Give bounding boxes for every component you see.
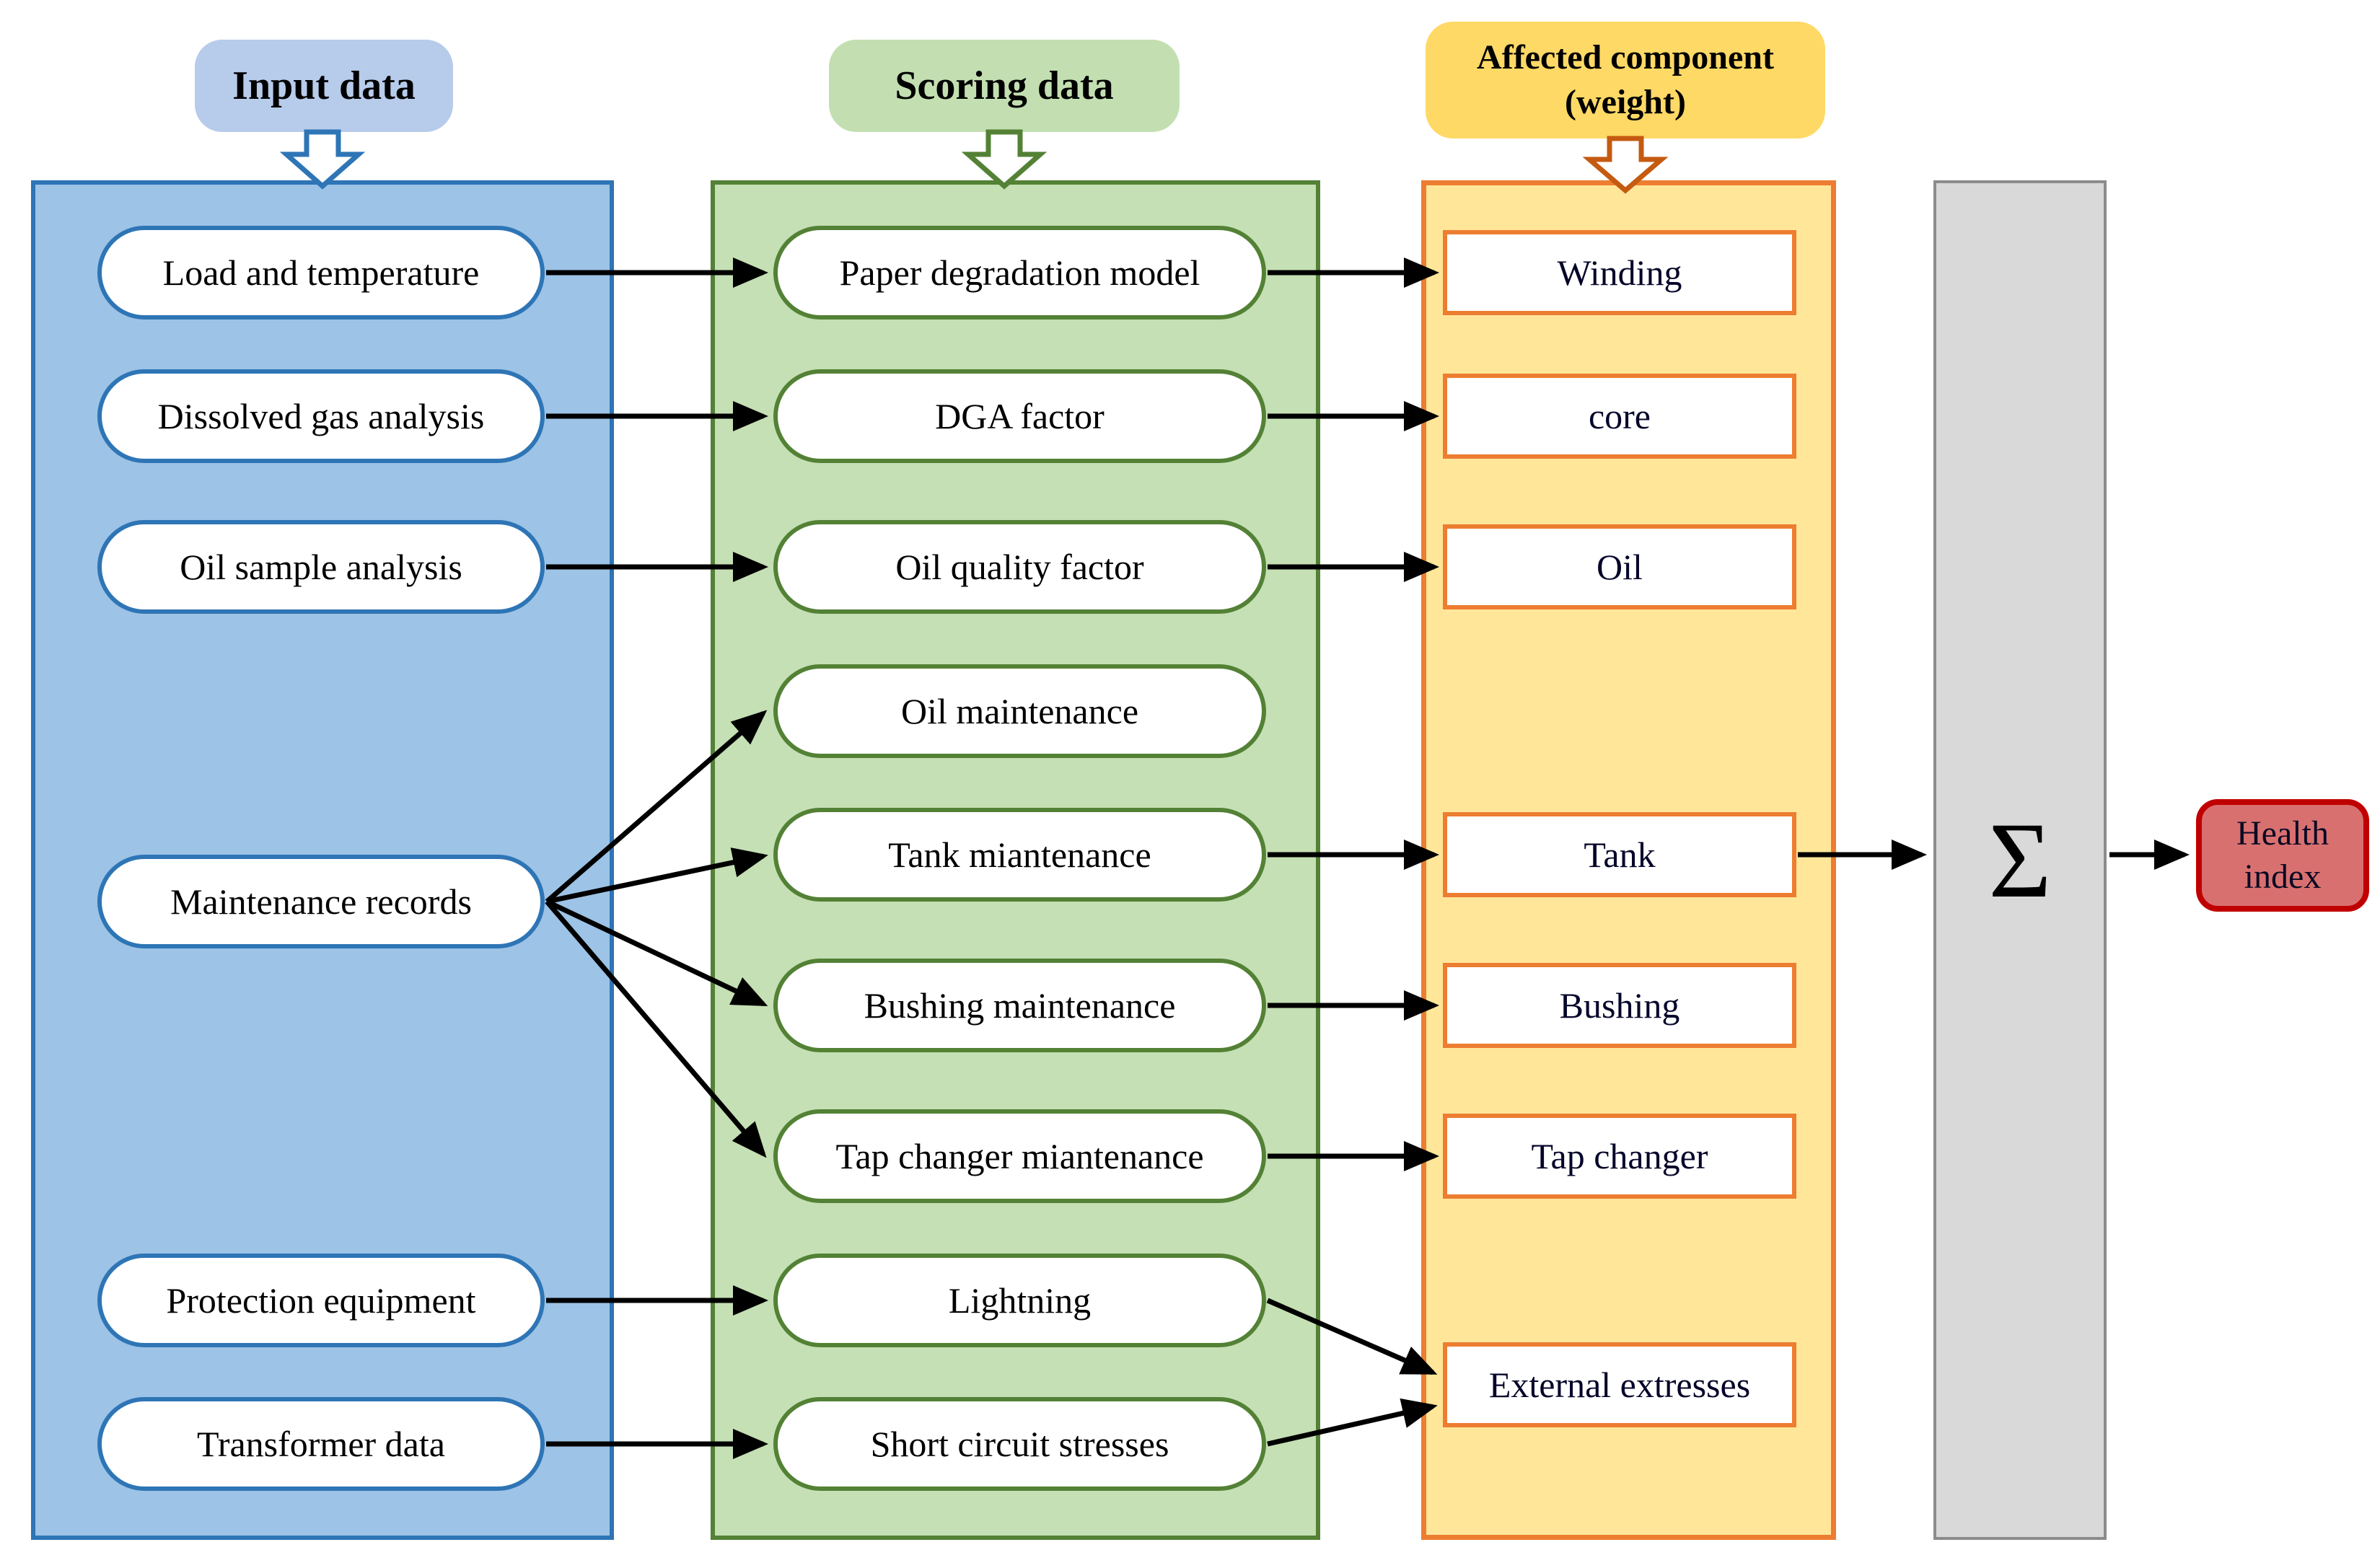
scoring-box-oil-quality-factor: Oil quality factor xyxy=(773,520,1266,614)
affected-box-external-extresses: External extresses xyxy=(1443,1342,1796,1427)
scoring-box-dga-factor: DGA factor xyxy=(773,369,1266,463)
scoring-box-lightning: Lightning xyxy=(773,1254,1266,1347)
affected-box-tap-changer: Tap changer xyxy=(1443,1114,1796,1199)
scoring-box-oil-maintenance: Oil maintenance xyxy=(773,664,1266,758)
affected-component-header: Affected component (weight) xyxy=(1426,22,1825,138)
input-box-oil-sample-analysis: Oil sample analysis xyxy=(97,520,545,614)
sigma-symbol: Σ xyxy=(1988,800,2052,920)
scoring-data-header-label: Scoring data xyxy=(895,63,1114,108)
affected-box-bushing: Bushing xyxy=(1443,963,1796,1048)
input-box-transformer-data: Transformer data xyxy=(97,1397,545,1491)
health-index-box: Health index xyxy=(2196,799,2369,912)
scoring-box-tap-changer-maintenance: Tap changer miantenance xyxy=(773,1109,1266,1203)
health-index-label: Health index xyxy=(2236,814,2329,896)
sum-panel: Σ xyxy=(1933,180,2107,1540)
affected-box-core: core xyxy=(1443,374,1796,459)
affected-component-header-line1: Affected component xyxy=(1477,38,1774,76)
scoring-box-bushing-maintenance: Bushing maintenance xyxy=(773,959,1266,1052)
input-column-arrow-icon xyxy=(279,129,366,190)
input-box-maintenance-records: Maintenance records xyxy=(97,855,545,948)
scoring-column-arrow-icon xyxy=(961,129,1048,190)
input-box-load-and-temperature: Load and temperature xyxy=(97,226,545,320)
affected-box-tank: Tank xyxy=(1443,812,1796,897)
affected-component-header-line2: (weight) xyxy=(1565,83,1686,121)
affected-box-winding: Winding xyxy=(1443,230,1796,315)
scoring-box-short-circuit-stresses: Short circuit stresses xyxy=(773,1397,1266,1491)
input-data-header: Input data xyxy=(195,40,453,132)
scoring-box-paper-degradation-model: Paper degradation model xyxy=(773,226,1266,320)
input-box-dissolved-gas-analysis: Dissolved gas analysis xyxy=(97,369,545,463)
input-box-protection-equipment: Protection equipment xyxy=(97,1254,545,1347)
affected-box-oil: Oil xyxy=(1443,524,1796,609)
scoring-box-tank-maintenance: Tank miantenance xyxy=(773,808,1266,902)
input-data-header-label: Input data xyxy=(232,63,416,108)
scoring-data-header: Scoring data xyxy=(829,40,1180,132)
